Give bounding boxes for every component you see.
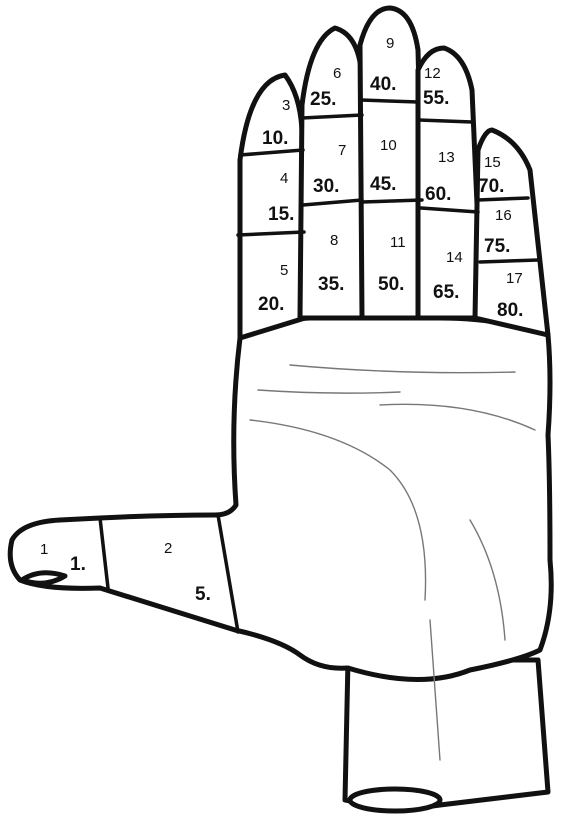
segment-index: 15 [484,154,501,171]
segment-value: 5. [195,584,211,605]
segment-index: 17 [506,270,523,287]
segment-value: 60. [425,184,451,205]
segment-value: 25. [310,89,336,110]
segment-index: 9 [386,35,394,52]
wrist [345,660,548,808]
segment-index: 6 [333,65,341,82]
segment-value: 15. [268,204,294,225]
segment-value: 20. [258,294,284,315]
segment-index: 1 [40,541,48,558]
divider [362,200,422,202]
segment-value: 55. [423,88,449,109]
segment-value: 80. [497,300,523,321]
segment-value: 1. [70,554,86,575]
segment-value: 30. [313,176,339,197]
segment-value: 75. [484,236,510,257]
segment-index: 11 [390,234,406,251]
segment-index: 8 [330,232,338,249]
segment-value: 35. [318,274,344,295]
thumb-nail [22,573,65,583]
divider [478,198,528,200]
segment-index: 13 [438,149,455,166]
divider [419,120,472,122]
segment-index: 10 [380,137,397,154]
segment-value: 10. [262,128,288,149]
segment-value: 45. [370,174,396,195]
segment-index: 12 [424,65,441,82]
segment-index: 14 [446,249,463,266]
divider [480,260,538,262]
wrist-cuff [350,789,440,811]
segment-value: 70. [478,176,504,197]
segment-value: 40. [370,74,396,95]
finger-ring [360,8,425,318]
segment-index: 4 [280,170,288,187]
segment-index: 16 [495,207,512,224]
segment-value: 50. [378,274,404,295]
segment-index: 2 [164,540,172,557]
segment-index: 5 [280,262,288,279]
divider [361,100,418,102]
segment-index: 7 [338,142,346,159]
segment-index: 3 [282,97,290,114]
segment-value: 65. [433,282,459,303]
